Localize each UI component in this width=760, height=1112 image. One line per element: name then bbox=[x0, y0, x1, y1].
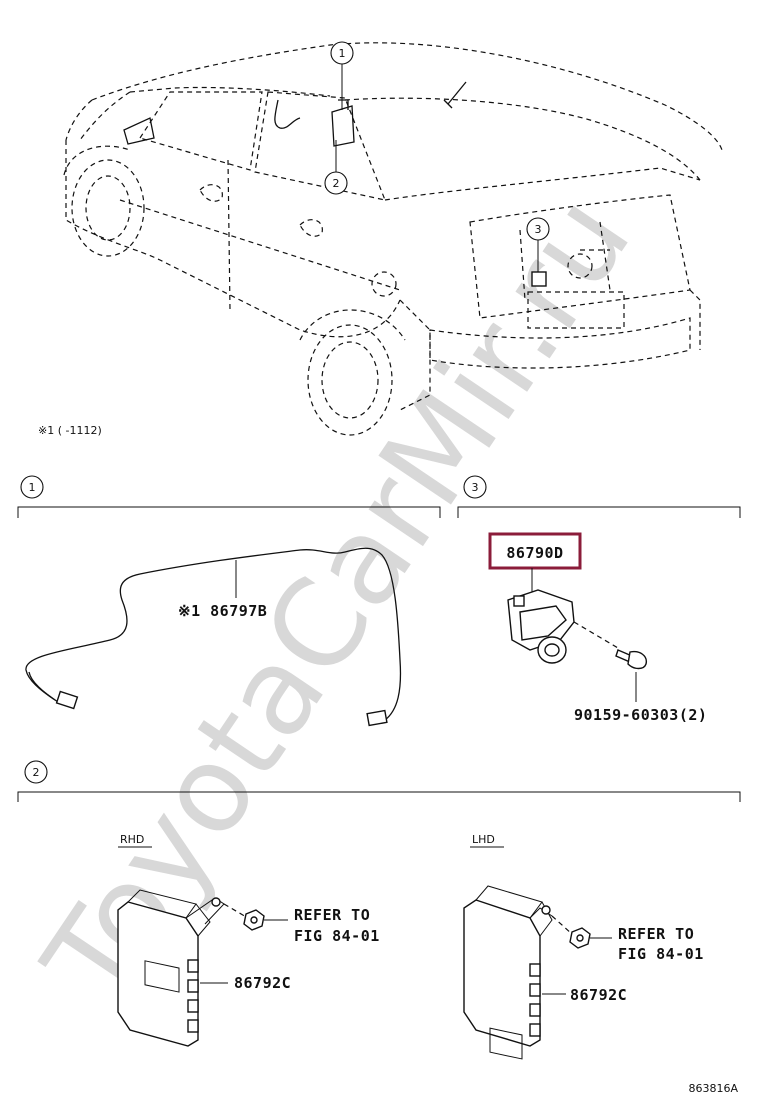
rhd-refer-line1: REFER TO bbox=[294, 906, 370, 924]
overview-callout-2: 2 bbox=[324, 140, 348, 195]
lhd-control-module bbox=[463, 885, 553, 1060]
svg-text:2: 2 bbox=[333, 177, 340, 190]
part-label-86790d[interactable]: 86790D bbox=[506, 544, 563, 562]
svg-text:1: 1 bbox=[29, 481, 36, 494]
lhd-refer-line1: REFER TO bbox=[618, 925, 694, 943]
section-3-header: 3 bbox=[457, 475, 741, 518]
car-overview-illustration bbox=[63, 42, 723, 436]
part-label-90159-60303: 90159-60303(2) bbox=[574, 706, 707, 724]
rhd-nut bbox=[243, 909, 265, 931]
svg-text:3: 3 bbox=[535, 223, 542, 236]
bolt-90159-60303 bbox=[615, 649, 647, 702]
part-label-86797b: ※1 86797B bbox=[178, 602, 267, 620]
overview-note: ※1 ( -1112) bbox=[38, 424, 102, 437]
section-1-header: 1 bbox=[17, 475, 441, 518]
antenna-cable-86797b bbox=[25, 547, 402, 727]
rhd-control-module bbox=[117, 889, 225, 1047]
lhd-label: LHD bbox=[472, 833, 495, 846]
rear-camera-86790d bbox=[507, 589, 619, 664]
rhd-label: RHD bbox=[120, 833, 144, 846]
lhd-nut bbox=[569, 927, 591, 949]
part-highlight-box-86790d[interactable] bbox=[488, 532, 582, 570]
lhd-refer-line2[interactable]: FIG 84-01 bbox=[618, 945, 704, 963]
svg-text:2: 2 bbox=[33, 766, 40, 779]
overview-callout-3: 3 bbox=[526, 217, 550, 272]
part-label-86792c-lhd: 86792C bbox=[570, 986, 627, 1004]
part-label-86792c-rhd: 86792C bbox=[234, 974, 291, 992]
svg-text:3: 3 bbox=[472, 481, 479, 494]
figure-id: 863816A bbox=[688, 1082, 738, 1095]
overview-callout-1: 1 bbox=[330, 41, 354, 110]
svg-text:1: 1 bbox=[339, 47, 346, 60]
section-2-header: 2 bbox=[17, 760, 741, 802]
rhd-refer-line2[interactable]: FIG 84-01 bbox=[294, 927, 380, 945]
